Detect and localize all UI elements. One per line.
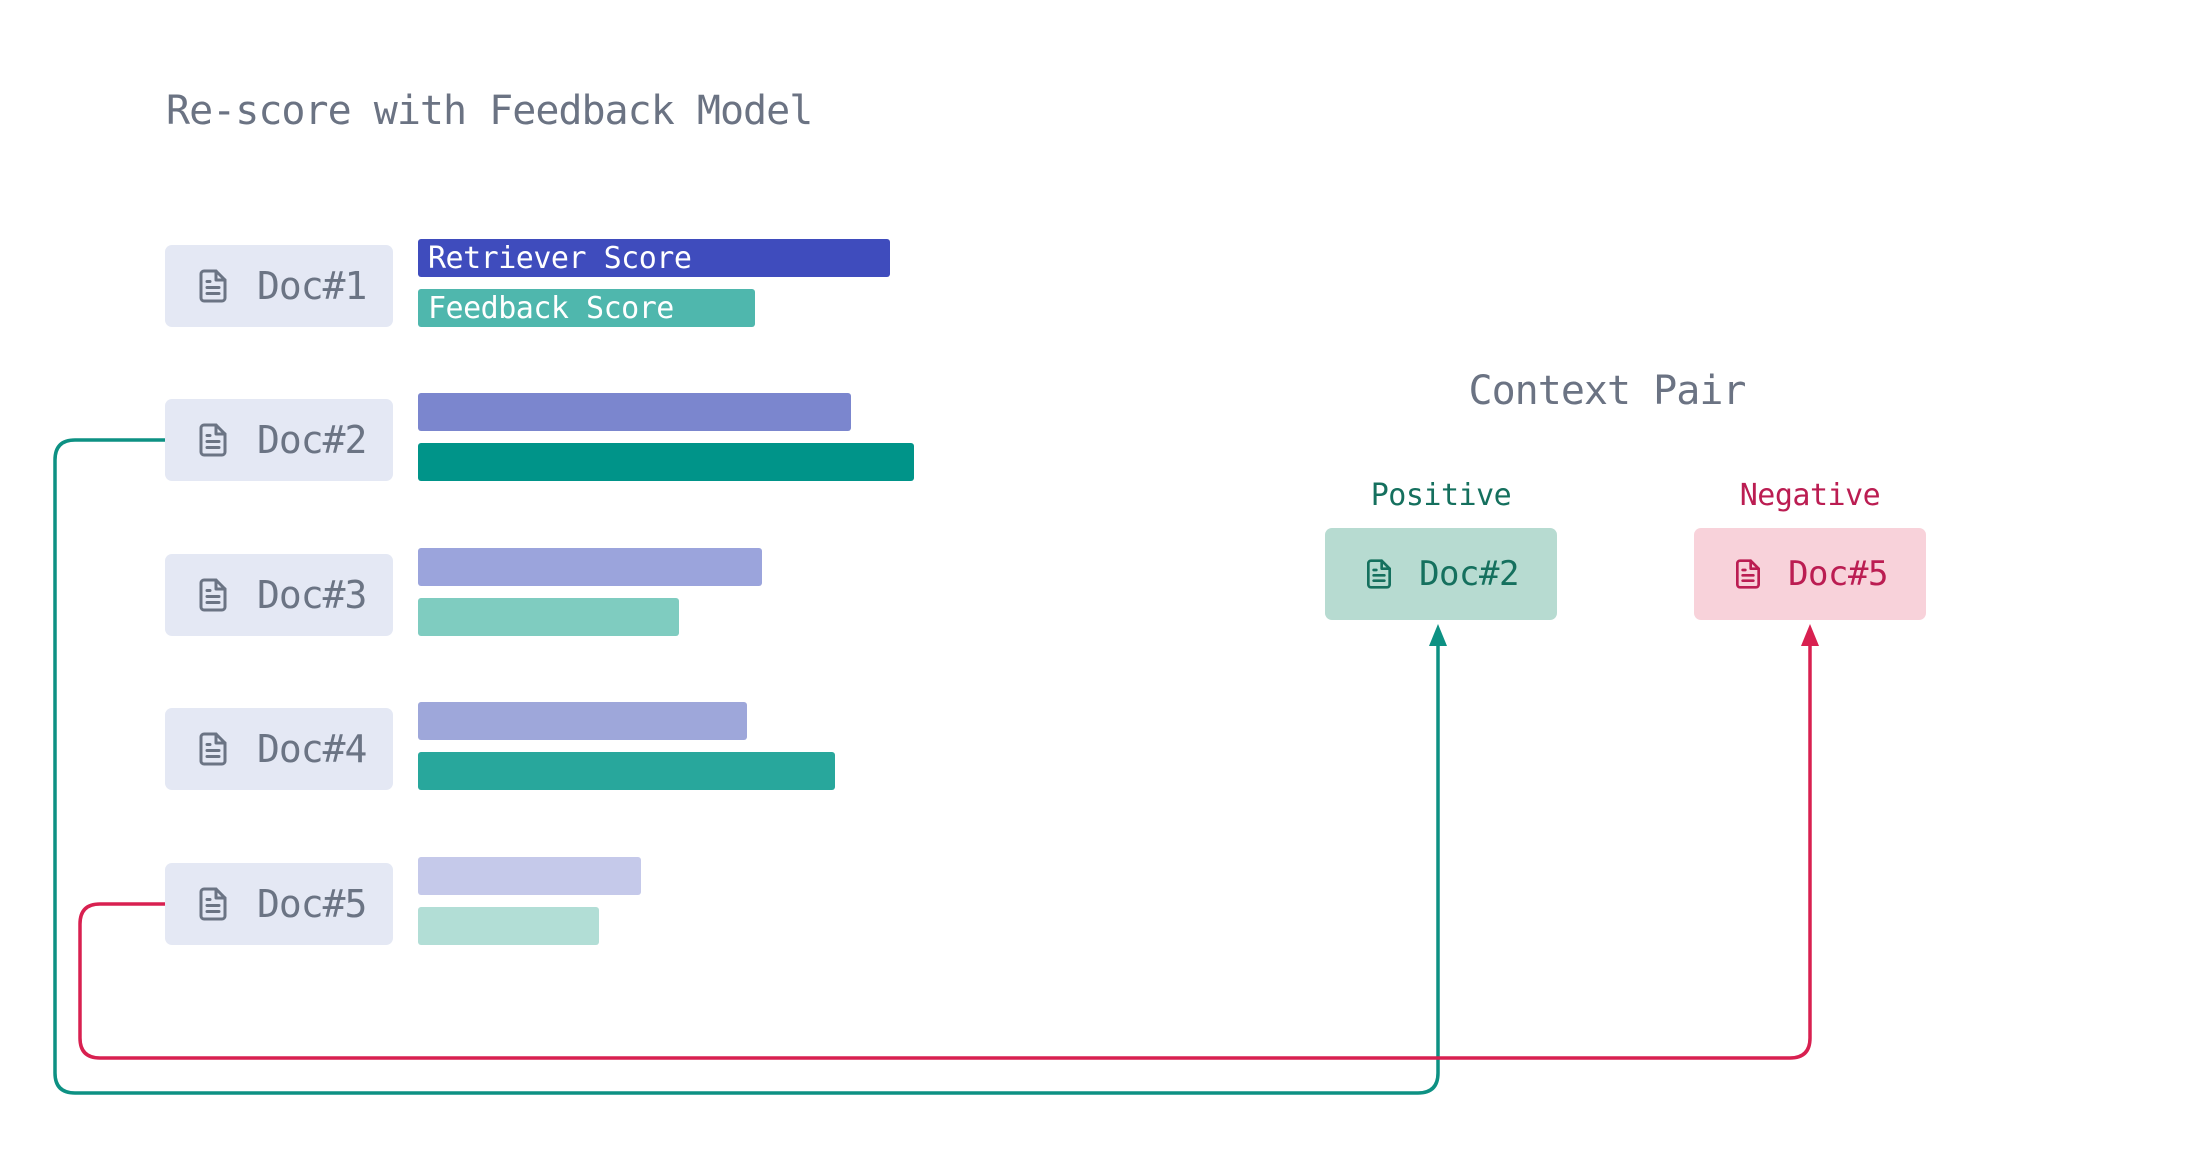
doc-label: Doc#3 xyxy=(257,573,367,617)
retriever-score-label: Retriever Score xyxy=(428,240,692,276)
negative-doc-box: Doc#5 xyxy=(1694,528,1926,620)
document-icon xyxy=(195,731,231,767)
negative-arrowhead-icon xyxy=(1801,624,1819,646)
diagram-title: Re-score with Feedback Model xyxy=(166,88,813,134)
negative-doc-label: Doc#5 xyxy=(1788,554,1888,594)
context-pair-heading: Context Pair xyxy=(1468,368,1747,414)
feedback-score-bar xyxy=(418,598,679,636)
positive-doc-label: Doc#2 xyxy=(1419,554,1519,594)
doc-label: Doc#2 xyxy=(257,418,367,462)
document-icon xyxy=(195,886,231,922)
positive-doc-box: Doc#2 xyxy=(1325,528,1557,620)
retriever-score-bar xyxy=(418,702,747,740)
feedback-score-bar xyxy=(418,752,835,790)
retriever-score-bar xyxy=(418,393,851,431)
retriever-score-bar xyxy=(418,548,762,586)
doc2-box: Doc#2 xyxy=(165,399,393,481)
positive-label: Positive xyxy=(1370,478,1512,513)
doc5-box: Doc#5 xyxy=(165,863,393,945)
doc-label: Doc#5 xyxy=(257,882,367,926)
negative-label: Negative xyxy=(1739,478,1881,513)
document-icon xyxy=(195,577,231,613)
document-icon xyxy=(195,268,231,304)
negative-connector-line xyxy=(78,642,1812,1060)
document-icon xyxy=(1732,558,1764,590)
positive-arrowhead-icon xyxy=(1429,624,1447,646)
doc1-box: Doc#1 xyxy=(165,245,393,327)
retriever-score-bar: Retriever Score xyxy=(418,239,890,277)
doc4-box: Doc#4 xyxy=(165,708,393,790)
feedback-score-bar xyxy=(418,907,599,945)
document-icon xyxy=(1363,558,1395,590)
feedback-score-label: Feedback Score xyxy=(428,290,674,326)
doc-label: Doc#1 xyxy=(257,264,367,308)
doc-label: Doc#4 xyxy=(257,727,367,771)
feedback-score-bar: Feedback Score xyxy=(418,289,755,327)
doc3-box: Doc#3 xyxy=(165,554,393,636)
feedback-score-bar xyxy=(418,443,914,481)
retriever-score-bar xyxy=(418,857,641,895)
document-icon xyxy=(195,422,231,458)
